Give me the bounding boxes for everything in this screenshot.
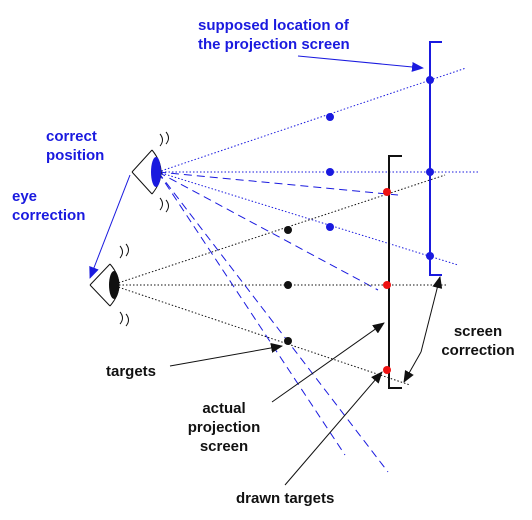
svg-text:correct: correct (46, 128, 97, 145)
black-target-dot (284, 337, 292, 345)
blue-screen-dot (426, 76, 434, 84)
svg-text:actual: actual (202, 400, 245, 417)
svg-text:eye: eye (12, 188, 37, 205)
drawn-target-rays (157, 171, 399, 473)
blue-target-dot (326, 223, 334, 231)
black-target-dot (284, 281, 292, 289)
label-targets: targets (106, 363, 156, 380)
red-drawn-target-dots (383, 188, 391, 374)
arrow-eye-correction (89, 174, 131, 279)
arrow-actual-screen (271, 322, 385, 403)
black-target-dots (284, 226, 292, 345)
red-drawn-target-dot (383, 281, 391, 289)
arrow-screen-correction (420, 276, 443, 353)
label-screen-correction: screen correction (441, 323, 514, 359)
blue-target-dots (326, 76, 434, 260)
svg-text:correction: correction (441, 342, 514, 359)
blue-target-dot (326, 113, 334, 121)
arrow-supposed-screen (297, 55, 424, 72)
red-drawn-target-dot (383, 366, 391, 374)
svg-text:screen: screen (200, 438, 248, 455)
svg-text:correction: correction (12, 207, 85, 224)
initial-eye-rays (111, 174, 448, 386)
svg-text:projection: projection (188, 419, 261, 436)
svg-text:position: position (46, 147, 104, 164)
svg-text:the projection screen: the projection screen (198, 36, 350, 53)
arrow-screen-correction-lower (403, 351, 422, 383)
svg-text:screen: screen (454, 323, 502, 340)
label-drawn-targets: drawn targets (236, 490, 334, 507)
label-eye-correction: eye correction (12, 188, 85, 224)
actual-screen-bracket (388, 155, 402, 389)
blue-target-dot (326, 168, 334, 176)
label-supposed-location: supposed location of the projection scre… (198, 17, 350, 53)
blue-screen-dot (426, 168, 434, 176)
black-target-dot (284, 226, 292, 234)
eye-icon-initial (89, 243, 129, 327)
red-drawn-target-dot (383, 188, 391, 196)
correct-eye-rays (157, 67, 480, 266)
label-actual-projection-screen: actual projection screen (188, 400, 261, 455)
svg-text:supposed location of: supposed location of (198, 17, 350, 34)
label-correct-position: correct position (46, 128, 104, 164)
arrow-targets (169, 343, 283, 367)
arrow-drawn-targets (284, 371, 383, 486)
supposed-screen-bracket (429, 41, 442, 276)
blue-screen-dot (426, 252, 434, 260)
eye-icon-correct (131, 131, 169, 213)
